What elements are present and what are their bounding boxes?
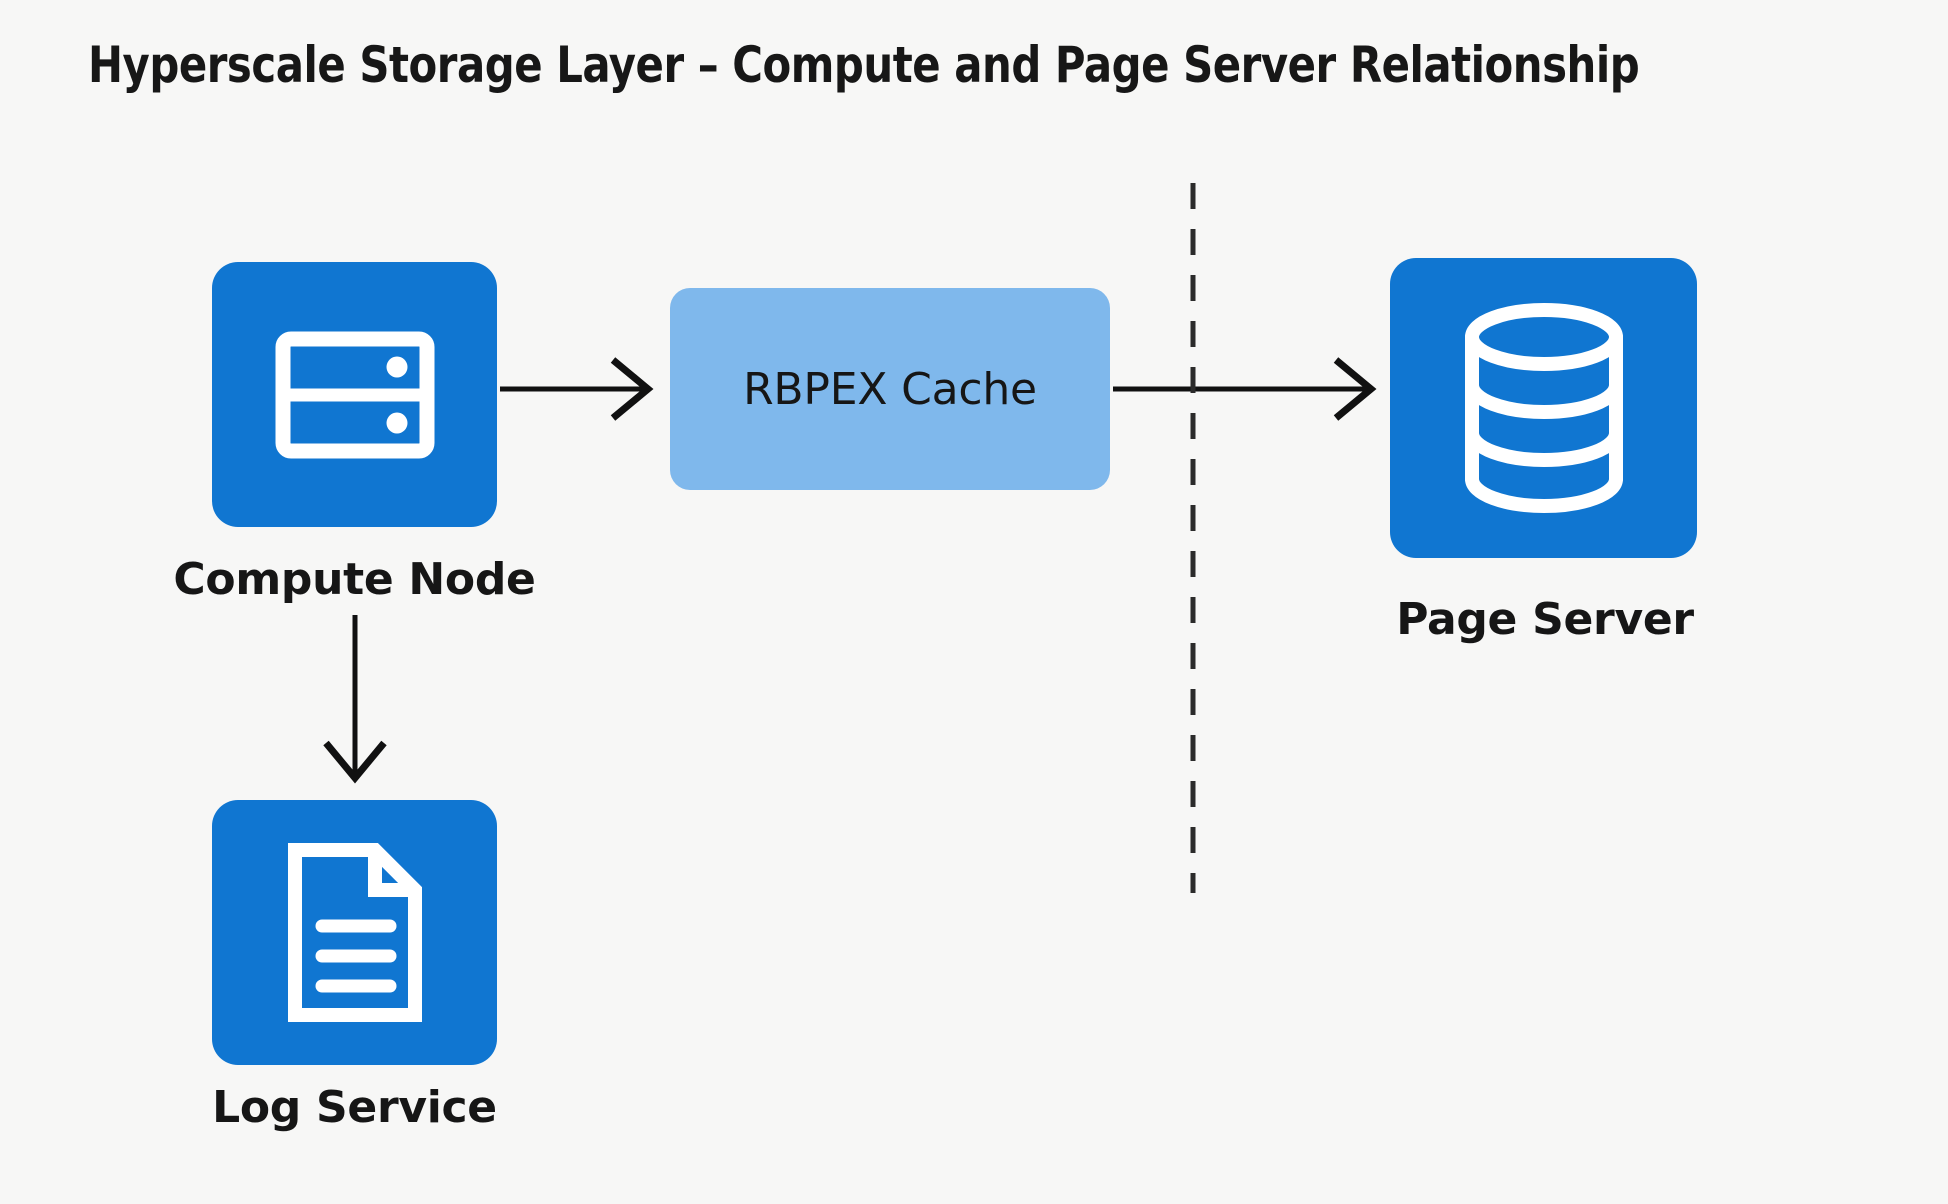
document-lines-icon — [280, 840, 430, 1025]
connector-rbpex-to-page-server — [1113, 357, 1377, 421]
log-service-tile[interactable] — [212, 800, 497, 1065]
log-service-label: Log Service — [212, 1082, 497, 1133]
rbpex-cache-box[interactable]: RBPEX Cache — [670, 288, 1110, 490]
connector-compute-to-rbpex — [500, 357, 654, 421]
compute-node-label: Compute Node — [173, 554, 536, 605]
connector-compute-to-log-service — [323, 615, 387, 784]
rbpex-cache-label: RBPEX Cache — [743, 363, 1037, 415]
compute-node-tile[interactable] — [212, 262, 497, 527]
database-cylinder-icon — [1455, 303, 1633, 513]
page-title: Hyperscale Storage Layer – Compute and P… — [88, 36, 1640, 94]
page-server-label: Page Server — [1396, 594, 1694, 645]
page-server-tile[interactable] — [1390, 258, 1697, 558]
server-rack-icon — [275, 331, 435, 459]
